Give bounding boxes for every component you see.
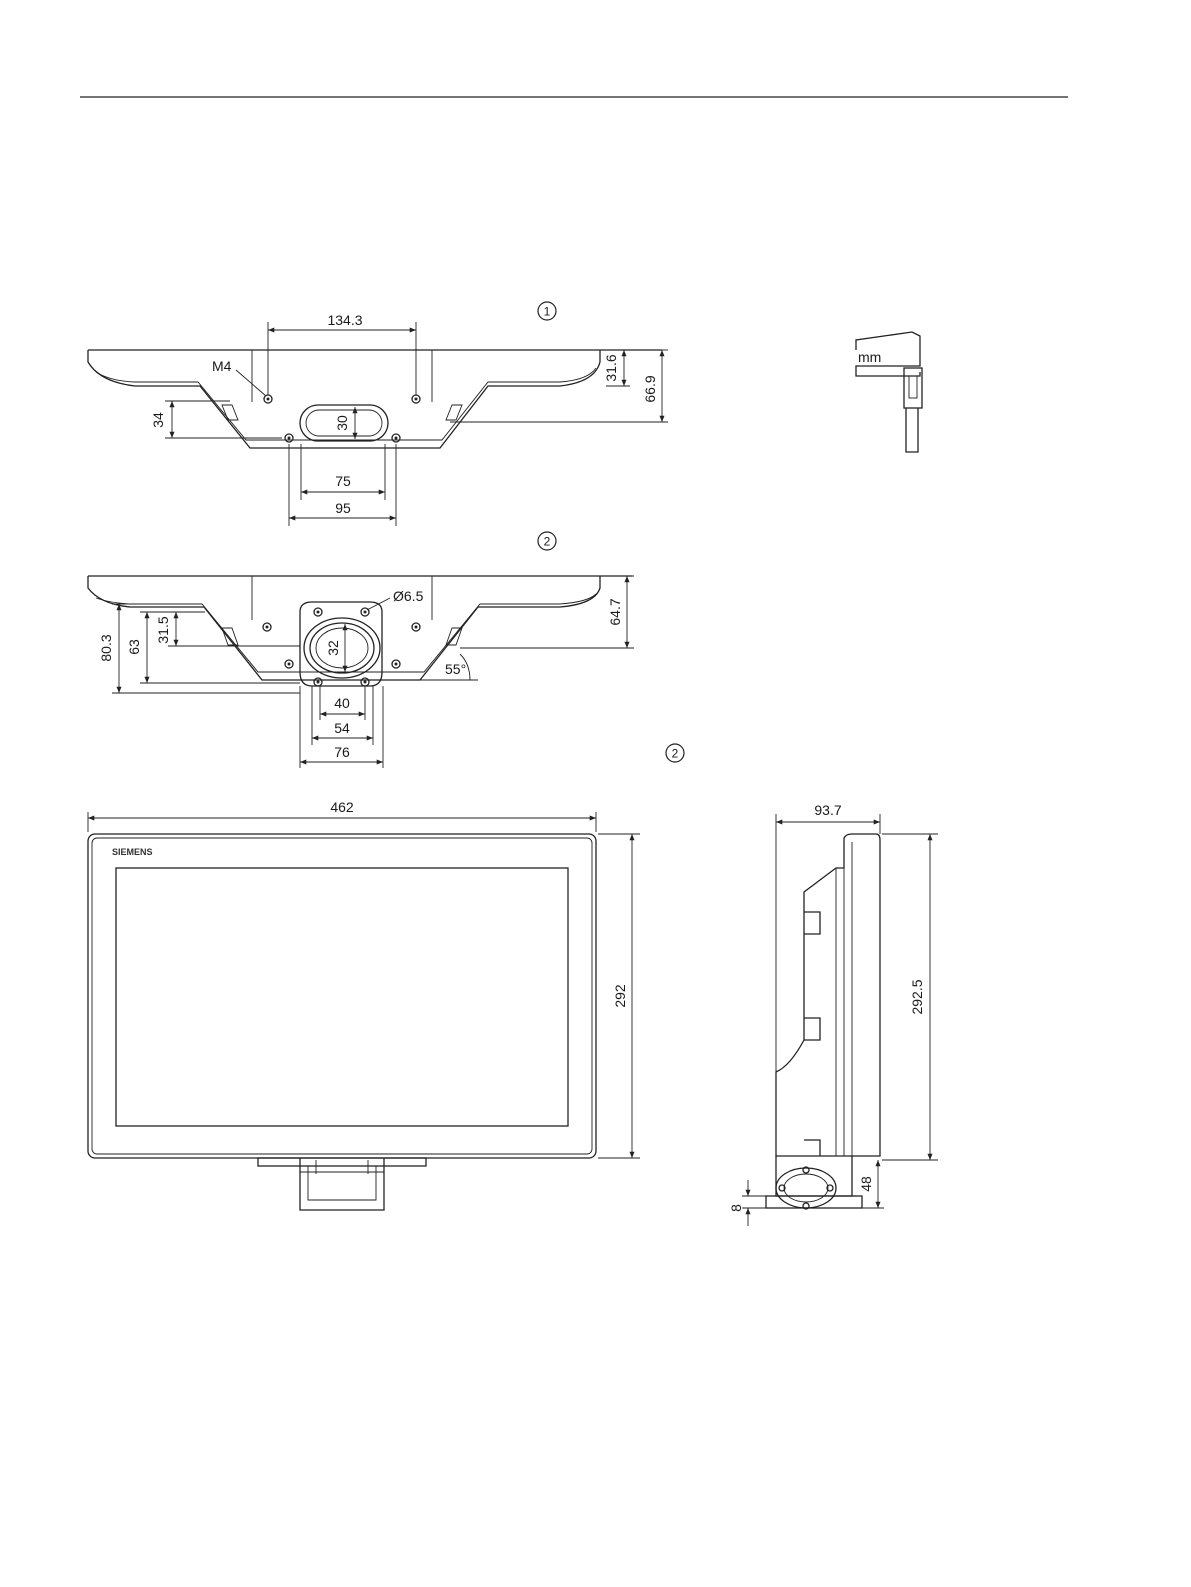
svg-text:2: 2 bbox=[672, 747, 679, 761]
mm-caliper-icon: mm bbox=[856, 332, 922, 452]
dim-8: 8 bbox=[728, 1204, 744, 1212]
dim-66-9: 66.9 bbox=[642, 375, 658, 402]
dim-31-5: 31.5 bbox=[155, 616, 171, 643]
dim-80-3: 80.3 bbox=[98, 634, 114, 661]
front-view: SIEMENS 462 292 bbox=[88, 799, 640, 1210]
dim-angle-55: 55° bbox=[445, 661, 466, 677]
dim-32: 32 bbox=[325, 640, 341, 656]
dim-134-3: 134.3 bbox=[327, 312, 362, 328]
svg-text:1: 1 bbox=[544, 305, 551, 319]
dim-462: 462 bbox=[330, 799, 354, 815]
dim-30: 30 bbox=[334, 415, 350, 431]
units-label: mm bbox=[858, 349, 881, 365]
thread-label: M4 bbox=[212, 358, 232, 374]
siemens-logo: SIEMENS bbox=[112, 847, 153, 857]
dim-75: 75 bbox=[335, 473, 351, 489]
dim-31-6: 31.6 bbox=[603, 354, 619, 381]
dim-48: 48 bbox=[858, 1176, 874, 1192]
callout-1: 1 bbox=[538, 302, 556, 320]
dim-93-7: 93.7 bbox=[814, 802, 841, 818]
callout-2b: 2 bbox=[666, 744, 684, 762]
top-view-2: Ø6.5 64.7 80.3 63 31.5 32 55° bbox=[88, 532, 634, 768]
dim-292: 292 bbox=[612, 984, 628, 1008]
dim-54: 54 bbox=[334, 720, 350, 736]
dim-40: 40 bbox=[334, 695, 350, 711]
dim-76: 76 bbox=[334, 744, 350, 760]
dim-95: 95 bbox=[335, 500, 351, 516]
dim-292-5: 292.5 bbox=[909, 979, 925, 1014]
side-view: 93.7 292.5 48 8 bbox=[728, 802, 938, 1226]
dim-64-7: 64.7 bbox=[607, 598, 623, 625]
dim-dia-6-5: Ø6.5 bbox=[393, 588, 424, 604]
dim-63: 63 bbox=[126, 639, 142, 655]
svg-text:2: 2 bbox=[544, 535, 551, 549]
callout-2a: 2 bbox=[538, 532, 556, 550]
top-view-1: 134.3 M4 31.6 66.9 34 30 75 95 1 bbox=[88, 302, 668, 526]
dim-34: 34 bbox=[150, 412, 166, 428]
